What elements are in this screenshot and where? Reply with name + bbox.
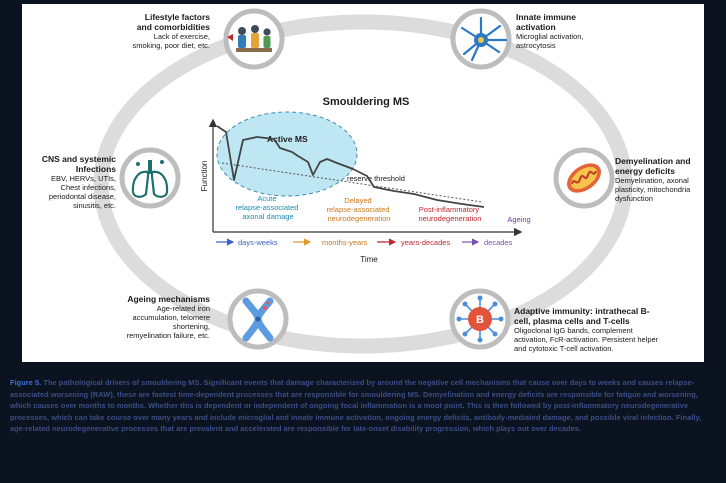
- y-axis-label: Function: [200, 161, 209, 192]
- chromosome-icon: [227, 288, 289, 350]
- b-cell-icon: B: [449, 288, 511, 350]
- lifestyle-block: Lifestyle factors and comorbidities Lack…: [92, 12, 210, 50]
- phase-acute-line3: axonal damage: [242, 212, 293, 221]
- diagram-title: Smouldering MS: [323, 96, 410, 108]
- ageing-block: Ageing mechanisms Age-related iron accum…: [92, 294, 210, 340]
- innate-block: Innate immune activation Microglial acti…: [516, 12, 666, 50]
- phase-acute-line2: relapse-associated: [235, 203, 298, 212]
- innate-title-2: activation: [516, 22, 556, 32]
- diagram-canvas: Smouldering MS Active MS Function Time r…: [93, 8, 633, 354]
- ageing-desc-4: remyelination failure, etc.: [126, 331, 210, 340]
- phase-postinflam-line2: neurodegeneration: [419, 214, 482, 223]
- phase-delayed-line1: Delayed: [344, 196, 372, 205]
- adaptive-title-2: cell, plasma cells and T-cells: [514, 316, 630, 326]
- active-ms-zone: [216, 111, 358, 197]
- timeline-months-years: months-years: [322, 238, 368, 247]
- lifestyle-desc-1: Lack of exercise,: [153, 32, 210, 41]
- demyelination-desc-2: plasticity, mitochondria: [615, 185, 691, 194]
- timeline-days-weeks: days-weeks: [238, 238, 278, 247]
- lungs-icon: [119, 147, 181, 209]
- svg-text:Acute relapse-associated: Acute relapse-associated axonal damage: [235, 194, 300, 221]
- innate-title-1: Innate immune: [516, 12, 576, 22]
- innate-desc-2: astrocytosis: [516, 41, 556, 50]
- phase-postinflam-line1: Post-inflammatory: [419, 205, 480, 214]
- demyelination-desc-3: dysfunction: [615, 194, 653, 203]
- ageing-desc-2: accumulation, telomere: [132, 313, 210, 322]
- figure-caption: Figure 5. The pathological drivers of sm…: [10, 377, 712, 435]
- cns-desc-2: Chest infections,: [60, 183, 116, 192]
- timeline-decades: decades: [484, 238, 513, 247]
- svg-text:Delayed relapse-associat: Delayed relapse-associated neurodegenera…: [326, 196, 391, 223]
- lifestyle-title-1: Lifestyle factors: [144, 12, 210, 22]
- cns-title-2: Infections: [75, 164, 116, 174]
- figure-panel: Smouldering MS Active MS Function Time r…: [22, 4, 704, 362]
- timeline-years-decades: years-decades: [401, 238, 450, 247]
- innate-desc-1: Microglial activation,: [516, 32, 584, 41]
- adaptive-block: Adaptive immunity: intrathecal B- cell, …: [514, 306, 702, 353]
- demyelination-title-2: energy deficits: [615, 166, 675, 176]
- phase-ageing: Ageing: [507, 215, 530, 224]
- adaptive-desc-3: and cytotoxic T-cell activation.: [514, 344, 614, 353]
- function-curve: [216, 125, 485, 208]
- outer-ring: [93, 14, 633, 354]
- cns-block: CNS and systemic Infections EBV, HERVs, …: [24, 154, 116, 210]
- microglia-icon: [450, 8, 512, 70]
- adaptive-desc-2: activation, FcR-activation. Persistent h…: [514, 335, 659, 344]
- demyelination-title-1: Demyelination and: [615, 156, 691, 166]
- b-cell-badge: B: [476, 314, 484, 326]
- ageing-desc-3: shortening,: [172, 322, 210, 331]
- mitochondria-icon: [553, 147, 615, 209]
- adaptive-desc-1: Oligoclonal IgG bands, complement: [514, 326, 633, 335]
- phase-acute-line1: Acute: [257, 194, 276, 203]
- cns-desc-1: EBV, HERVs, UTIs,: [50, 174, 116, 183]
- active-ms-label: Active MS: [267, 134, 308, 144]
- demyelination-desc-1: Demyelination, axonal: [615, 176, 689, 185]
- lifestyle-title-2: and comorbidities: [136, 22, 210, 32]
- svg-text:Post-inflammatory neurod: Post-inflammatory neurodegeneration: [419, 205, 482, 223]
- x-axis-label: Time: [360, 255, 378, 264]
- adaptive-title-1: Adaptive immunity: intrathecal B-: [514, 306, 650, 316]
- lifestyle-desc-2: smoking, poor diet, etc.: [132, 41, 210, 50]
- ageing-desc-1: Age-related iron: [156, 304, 210, 313]
- demyelination-block: Demyelination and energy deficits Demyel…: [615, 156, 705, 203]
- cns-title-1: CNS and systemic: [41, 154, 116, 164]
- cns-desc-3: periodontal disease,: [48, 192, 116, 201]
- ageing-title-1: Ageing mechanisms: [127, 294, 210, 304]
- reserve-threshold-label: reserve threshold: [347, 174, 405, 183]
- people-icon: [223, 8, 285, 70]
- cns-desc-4: sinusitis, etc.: [73, 201, 116, 210]
- caption-text: The pathological drivers of smouldering …: [10, 378, 702, 433]
- phase-delayed-line2: relapse-associated: [326, 205, 389, 214]
- figure-label: Figure 5.: [10, 378, 42, 387]
- phase-delayed-line3: neurodegeneration: [328, 214, 391, 223]
